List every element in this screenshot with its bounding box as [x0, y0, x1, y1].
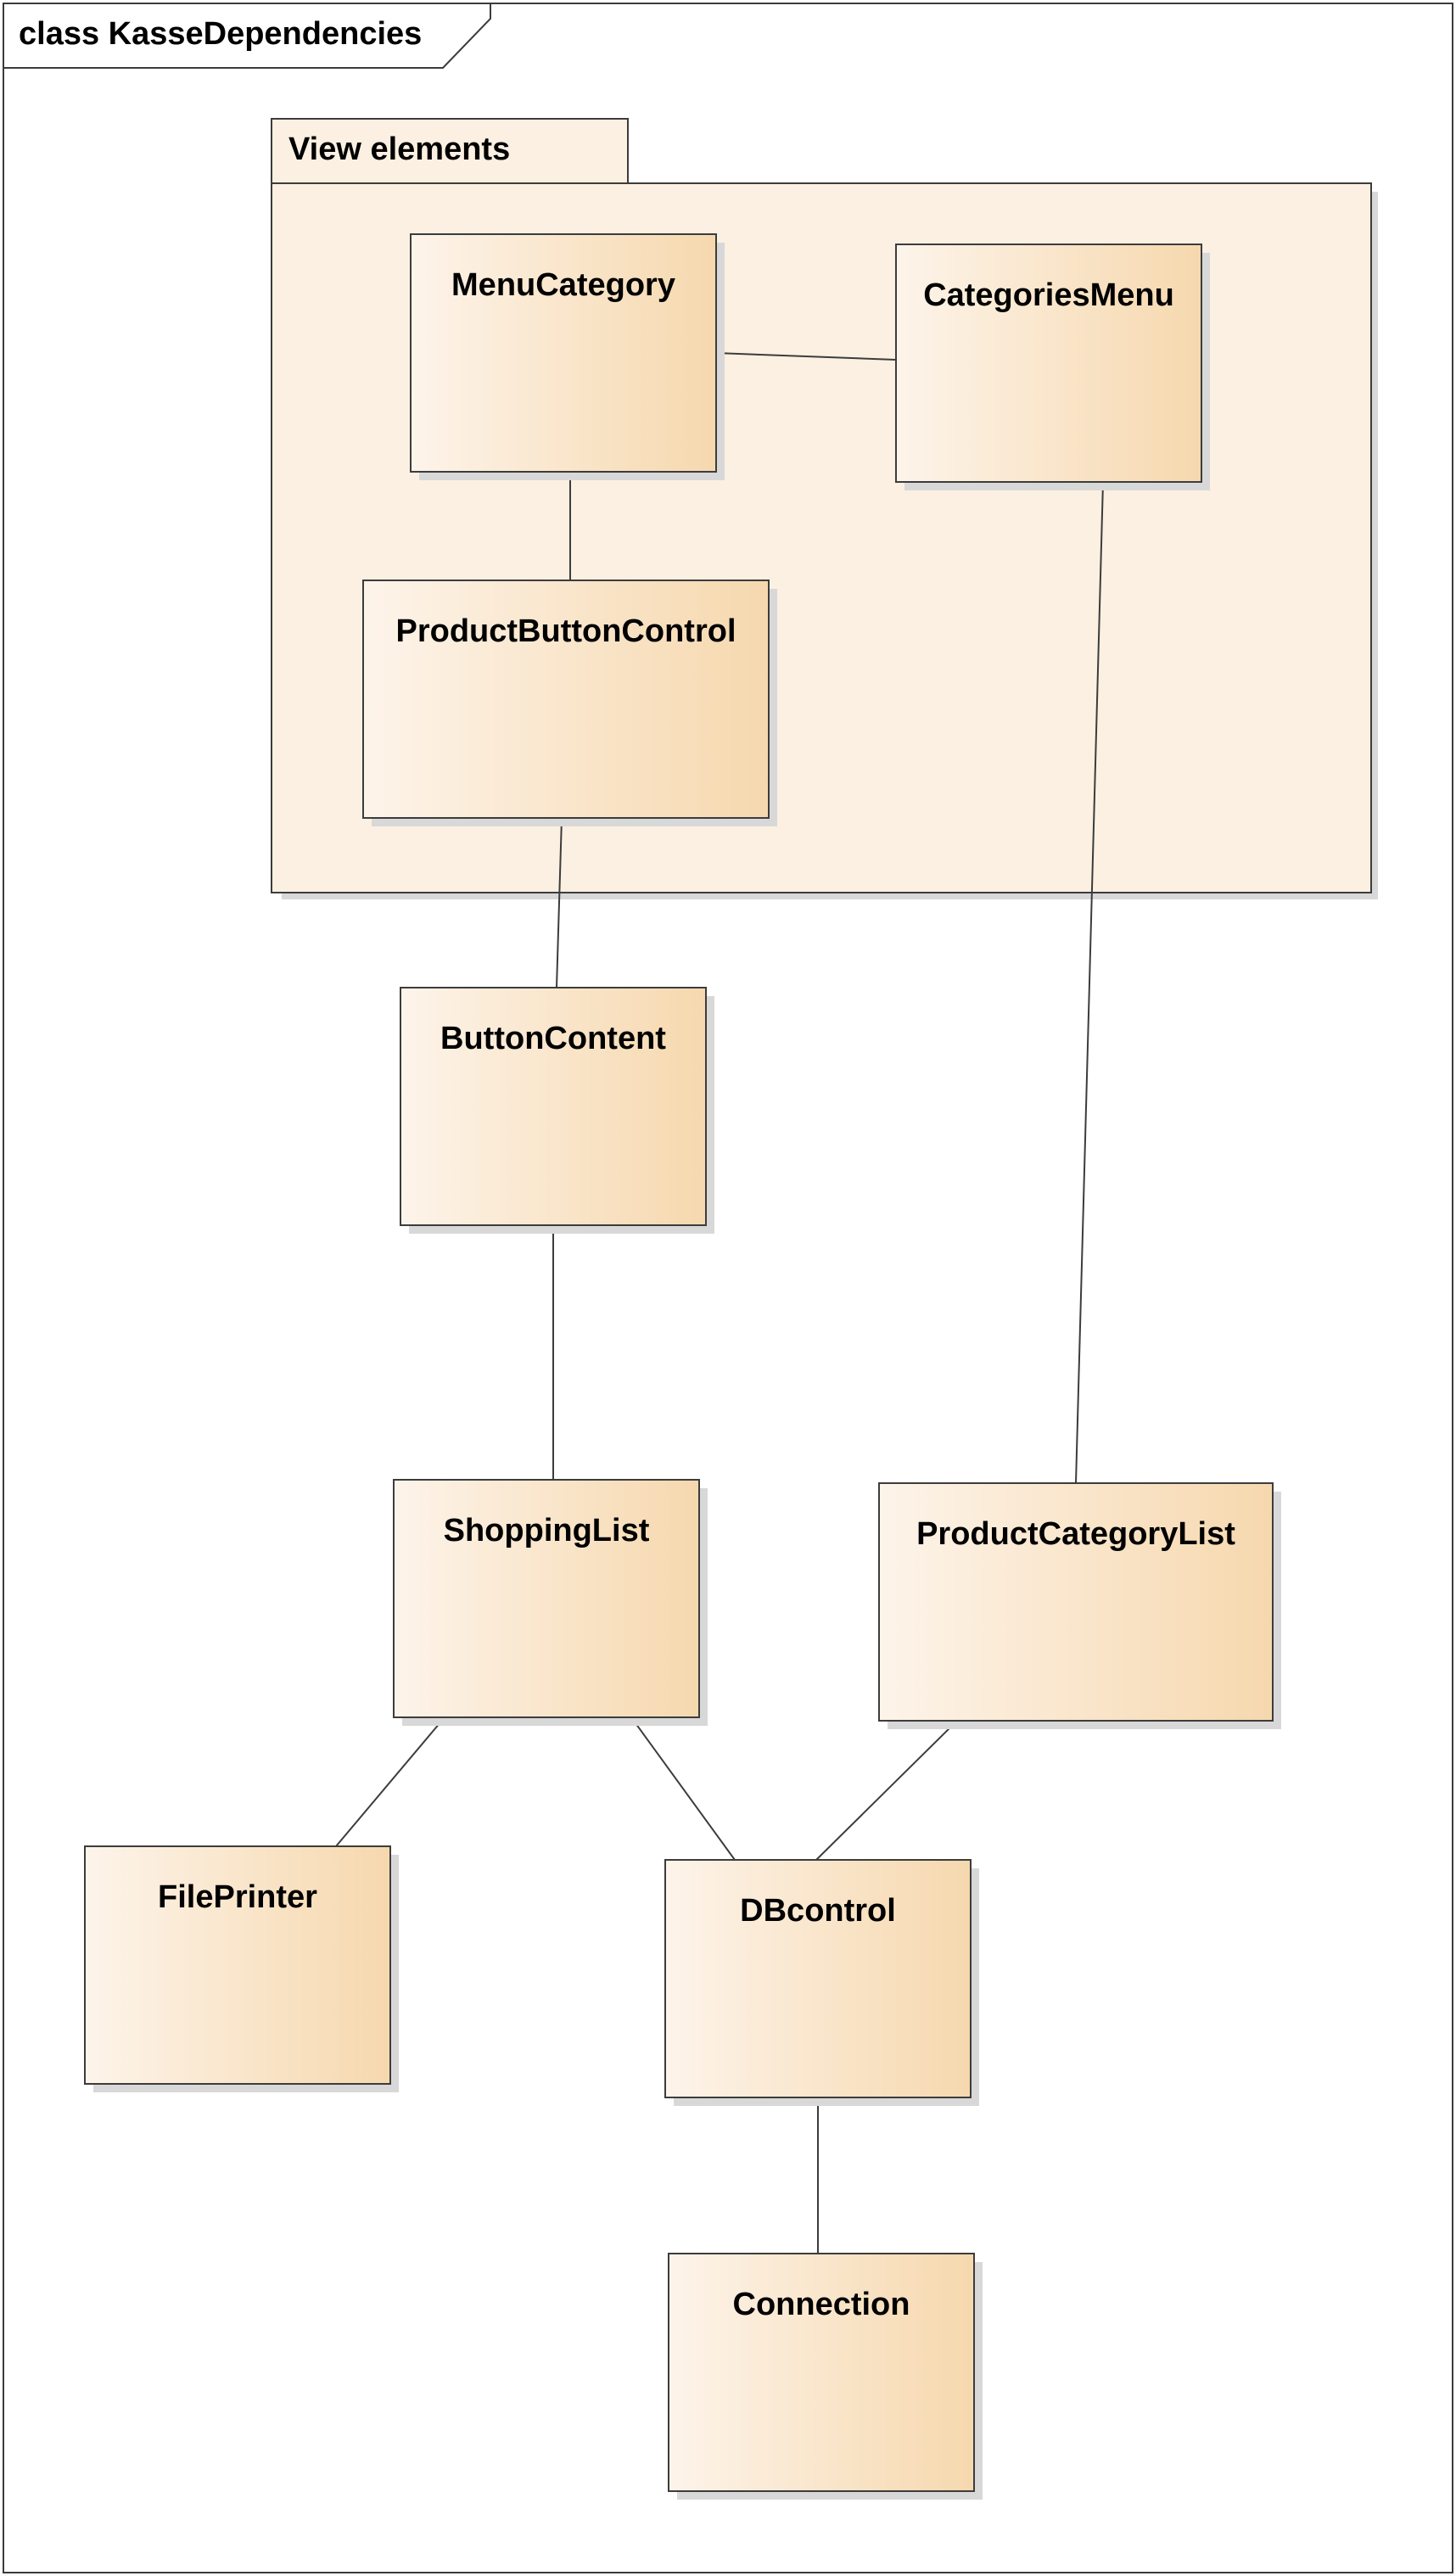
class-name-dbcontrol: DBcontrol — [740, 1893, 896, 1929]
class-box-shopping-list[interactable]: ShoppingList — [393, 1479, 708, 1726]
class-name-product-category-list: ProductCategoryList — [916, 1516, 1235, 1552]
class-box-connection[interactable]: Connection — [668, 2253, 983, 2500]
class-box-body — [895, 244, 1202, 483]
class-box-body — [878, 1482, 1274, 1722]
class-name-connection: Connection — [733, 2287, 910, 2322]
class-name-file-printer: FilePrinter — [158, 1879, 317, 1915]
association-lines — [335, 352, 1104, 2254]
class-box-dbcontrol[interactable]: DBcontrol — [664, 1859, 979, 2106]
class-box-product-category-list[interactable]: ProductCategoryList — [878, 1482, 1281, 1729]
package-title: View elements — [288, 132, 510, 167]
class-box-body — [400, 987, 707, 1226]
association-menucategory-categoriesmenu — [715, 352, 897, 361]
association-shoppinglist-dbcontrol — [630, 1716, 736, 1861]
class-box-body — [668, 2253, 975, 2492]
frame-title: class KasseDependencies — [19, 16, 422, 52]
class-boxes: MenuCategory CategoriesMenuProductButtonC… — [84, 233, 1281, 2500]
association-productbuttoncontrol-buttoncontent — [556, 817, 563, 988]
class-name-product-button-control: ProductButtonControl — [395, 613, 736, 649]
class-name-categories-menu: CategoriesMenu — [923, 277, 1174, 313]
association-categoriesmenu-productcategorylist — [1075, 481, 1104, 1484]
association-shoppinglist-fileprinter — [335, 1716, 445, 1847]
class-box-product-button-control[interactable]: ProductButtonControl — [362, 580, 777, 826]
class-box-file-printer[interactable]: FilePrinter — [84, 1845, 399, 2092]
class-box-body — [410, 233, 717, 473]
frame-title-tab — [3, 3, 491, 69]
class-box-body — [84, 1845, 391, 2085]
class-box-button-content[interactable]: ButtonContent — [400, 987, 714, 1234]
class-box-body — [362, 580, 770, 819]
class-box-menu-category[interactable]: MenuCategory — [410, 233, 725, 480]
class-box-body — [393, 1479, 700, 1718]
class-name-button-content: ButtonContent — [440, 1021, 666, 1056]
association-productcategorylist-dbcontrol — [815, 1720, 958, 1861]
class-name-shopping-list: ShoppingList — [444, 1513, 650, 1548]
class-name-menu-category: MenuCategory — [451, 267, 675, 303]
class-box-categories-menu[interactable]: CategoriesMenu — [895, 244, 1210, 490]
class-box-body — [664, 1859, 972, 2098]
